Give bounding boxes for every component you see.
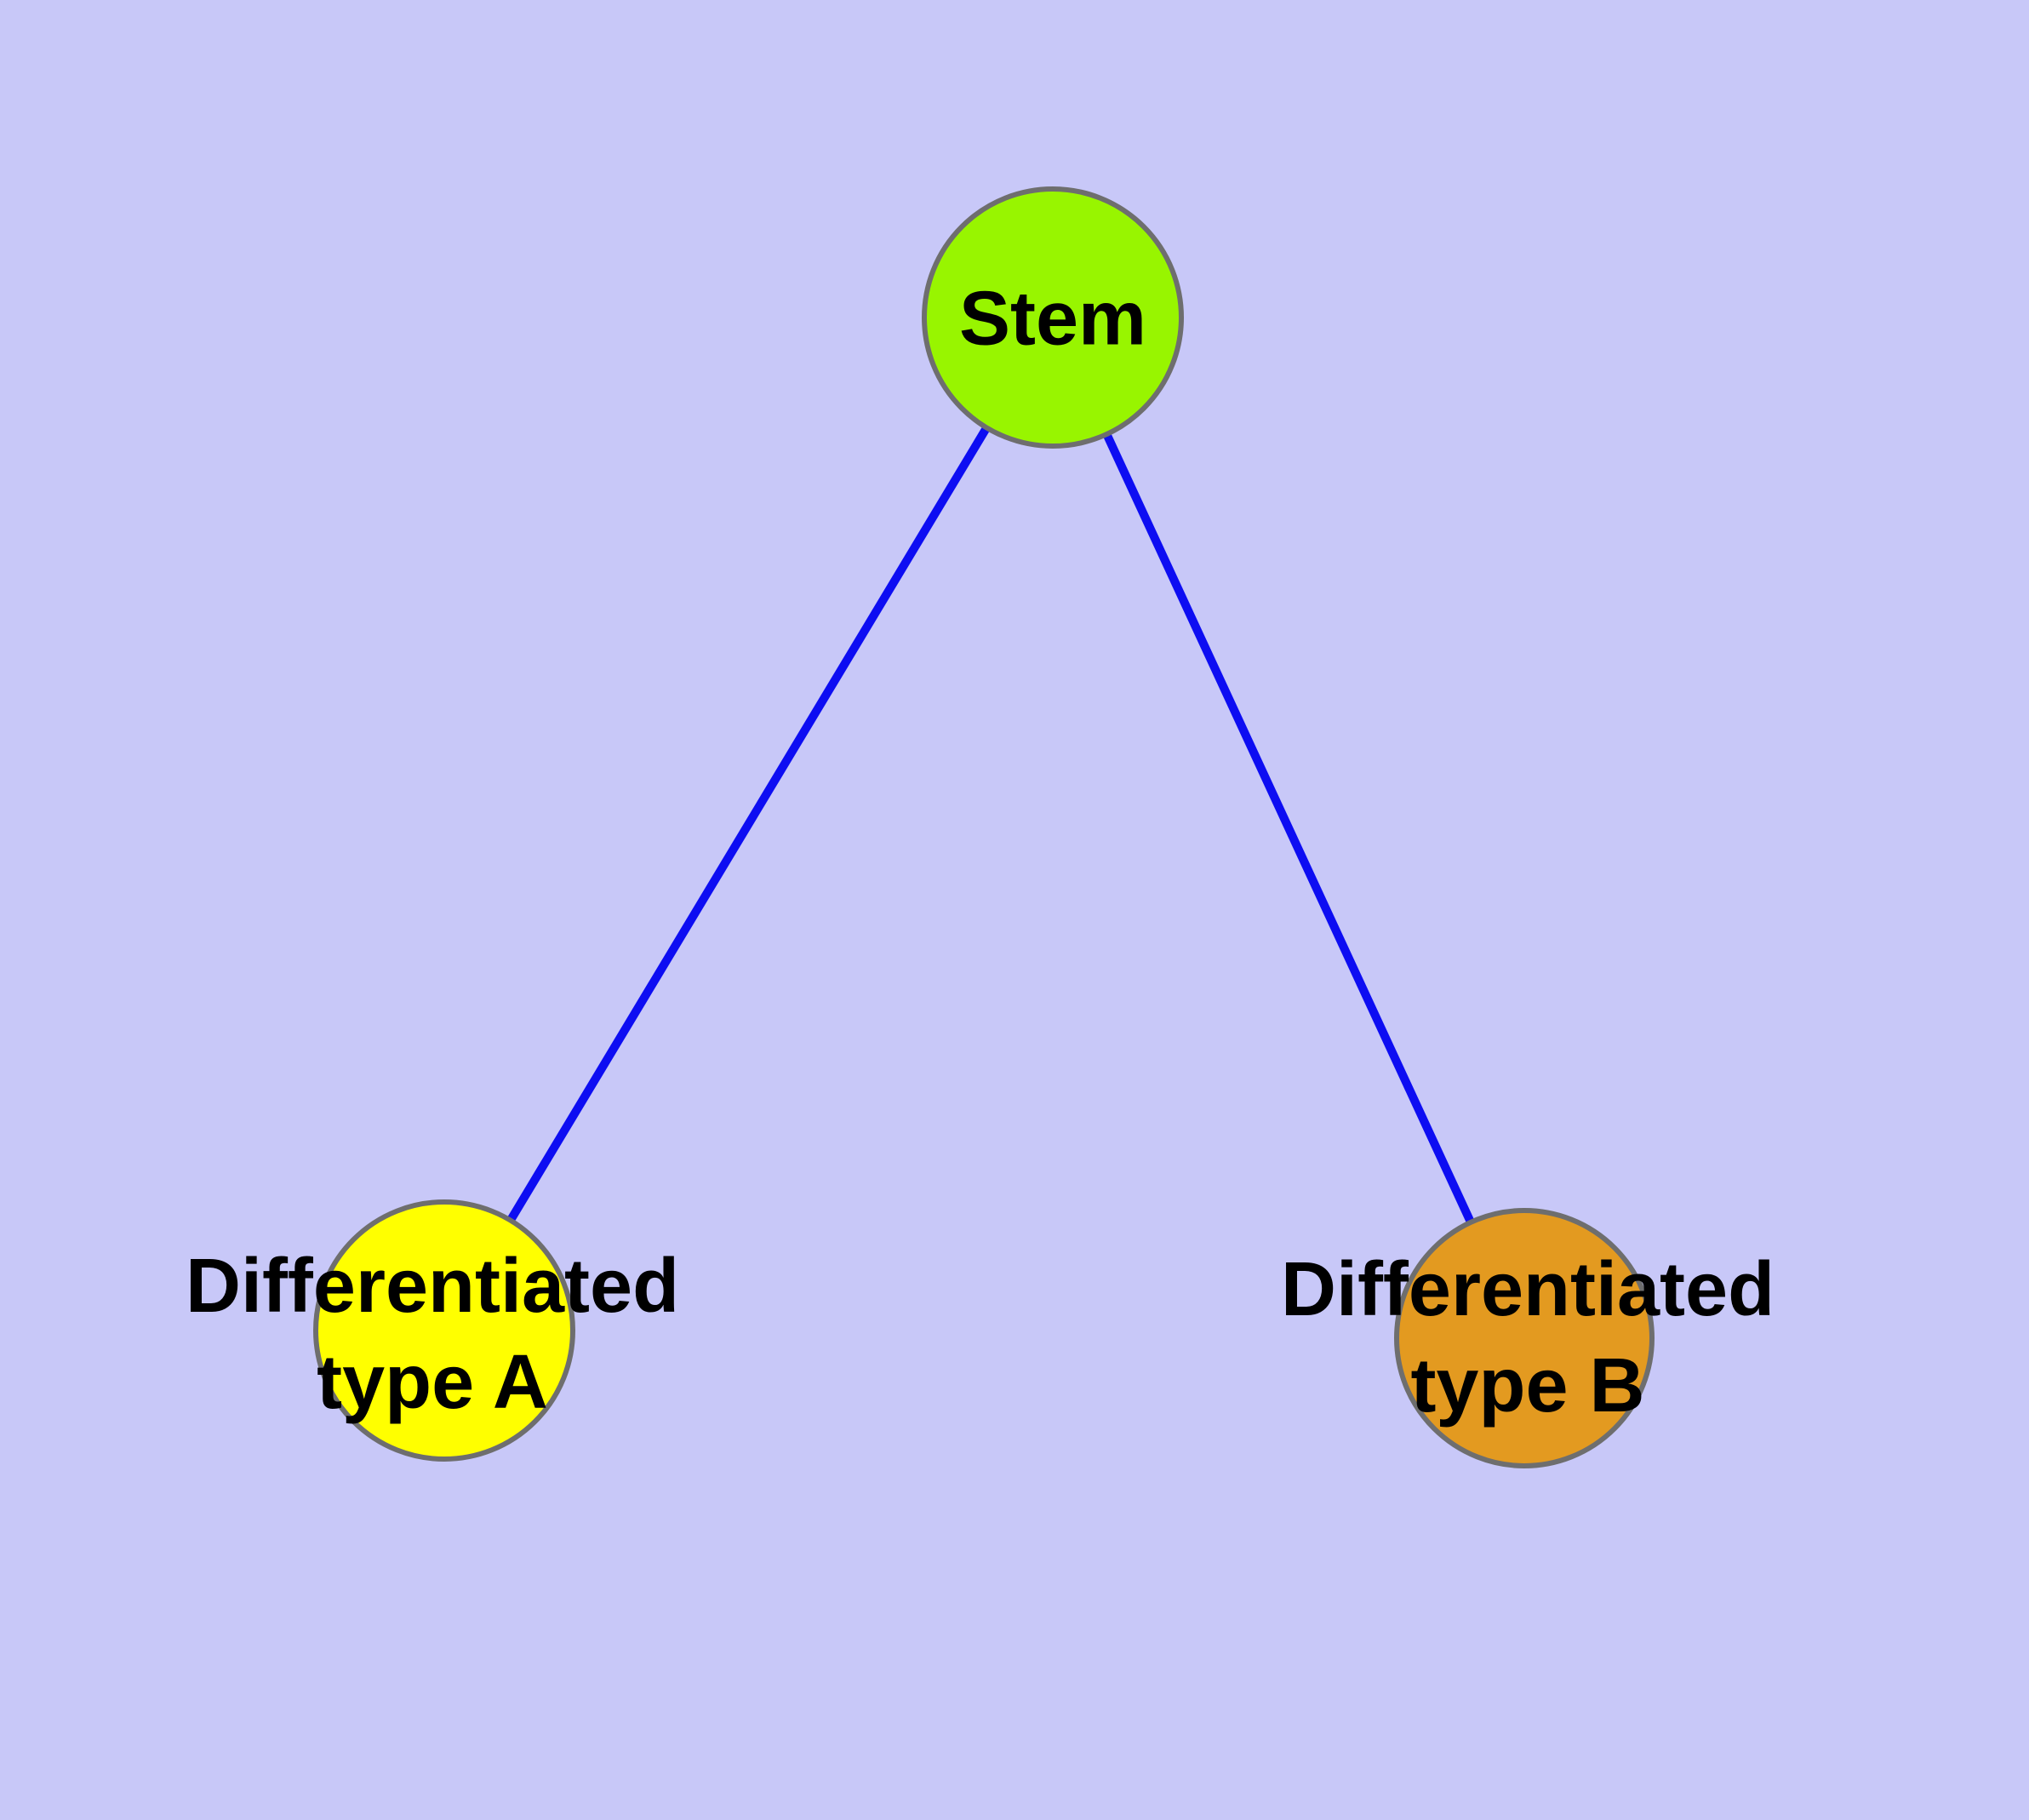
node-stem-label: Stem xyxy=(958,276,1147,362)
node-type-a-label: Differentiated type A xyxy=(185,1244,680,1425)
node-type-b-label: Differentiated type B xyxy=(1280,1247,1775,1428)
edge-stem-to-type-a xyxy=(440,315,1057,1333)
node-type-b-circle xyxy=(1394,1208,1655,1468)
node-type-a-circle xyxy=(313,1199,575,1462)
edge-stem-to-type-b xyxy=(1049,315,1529,1341)
node-stem-circle xyxy=(922,186,1184,449)
